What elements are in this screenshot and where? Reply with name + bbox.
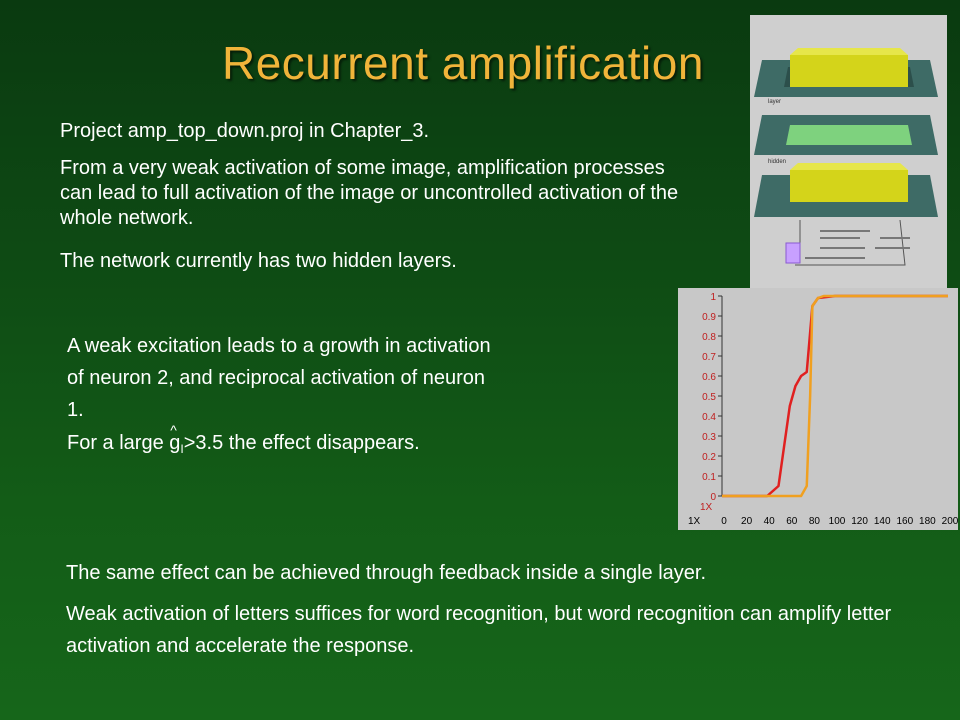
y-tick-label: 0.4 — [702, 412, 716, 423]
x-tick-label: 0 — [721, 516, 727, 527]
activation-block-top-face — [790, 48, 908, 55]
network-diagram: layer hidden — [754, 48, 938, 266]
x-tick-label: 100 — [829, 516, 846, 527]
x-tick-label: 160 — [896, 516, 913, 527]
y-tick-label: 0 — [710, 492, 716, 503]
tiny-text — [875, 247, 910, 249]
neuron-marker — [785, 242, 801, 264]
x-tick-label: 180 — [919, 516, 936, 527]
paragraph-single-layer: The same effect can be achieved through … — [66, 562, 707, 584]
g-hat-symbol: g — [169, 417, 180, 456]
layer-plane-middle-inner — [786, 125, 912, 145]
tiny-text — [820, 237, 860, 239]
corner-label: 1X — [700, 502, 713, 513]
activation-block-bottom — [790, 170, 908, 202]
paragraph-amplification: From a very weak activation of some imag… — [60, 157, 679, 229]
y-tick-label: 1 — [710, 292, 716, 303]
layer-label-top: layer — [768, 99, 781, 105]
network-figure: layer hidden — [750, 15, 947, 290]
layer-label-middle: hidden — [768, 159, 786, 165]
activation-block-bottom-face — [790, 163, 908, 170]
activation-block-top — [790, 55, 908, 87]
x-tick-label: 80 — [809, 516, 821, 527]
x-tick-label: 40 — [764, 516, 776, 527]
y-tick-label: 0.3 — [702, 432, 716, 443]
y-tick-label: 0.1 — [702, 472, 716, 483]
tiny-text — [820, 230, 870, 232]
series-line-red — [722, 294, 948, 498]
x-tick-label: 200 — [942, 516, 958, 527]
tiny-text — [820, 247, 865, 249]
tiny-text — [805, 257, 865, 259]
connection-wire — [795, 219, 906, 266]
corner-label: 1X — [688, 516, 701, 527]
y-tick-label: 0.6 — [702, 372, 716, 383]
paragraph-large-g: For a large gI>3.5 the effect disappears… — [67, 417, 627, 462]
paragraph-weak-excitation: A weak excitation leads to a growth in a… — [67, 335, 491, 421]
activation-chart-svg: 1 0.9 0.8 0.7 0.6 0.5 0.4 0.3 0.2 0.1 0 0 20 40 60 80 10… — [688, 292, 958, 527]
g-subscript: I — [180, 442, 184, 456]
paragraph-hidden-layers: The network currently has two hidden lay… — [60, 250, 457, 272]
x-tick-label: 60 — [786, 516, 798, 527]
tiny-text — [880, 237, 910, 239]
x-tick-label: 20 — [741, 516, 753, 527]
series-line-orange — [722, 294, 948, 498]
y-tick-label: 0.5 — [702, 392, 716, 403]
paragraph-word-recognition: Weak activation of letters suffices for … — [66, 603, 892, 657]
y-tick-label: 0.2 — [702, 452, 716, 463]
activation-chart: 1 0.9 0.8 0.7 0.6 0.5 0.4 0.3 0.2 0.1 0 0 20 40 60 80 10… — [678, 288, 958, 530]
y-tick-label: 0.9 — [702, 312, 716, 323]
p5-suffix: >3.5 the effect disappears. — [183, 432, 420, 454]
x-tick-label: 140 — [874, 516, 891, 527]
y-tick-label: 0.8 — [702, 332, 716, 343]
slide-title: Recurrent amplification — [222, 37, 704, 89]
p5-prefix: For a large — [67, 432, 170, 454]
x-tick-label: 120 — [851, 516, 868, 527]
y-tick-label: 0.7 — [702, 352, 716, 363]
paragraph-project: Project amp_top_down.proj in Chapter_3. — [60, 120, 430, 142]
